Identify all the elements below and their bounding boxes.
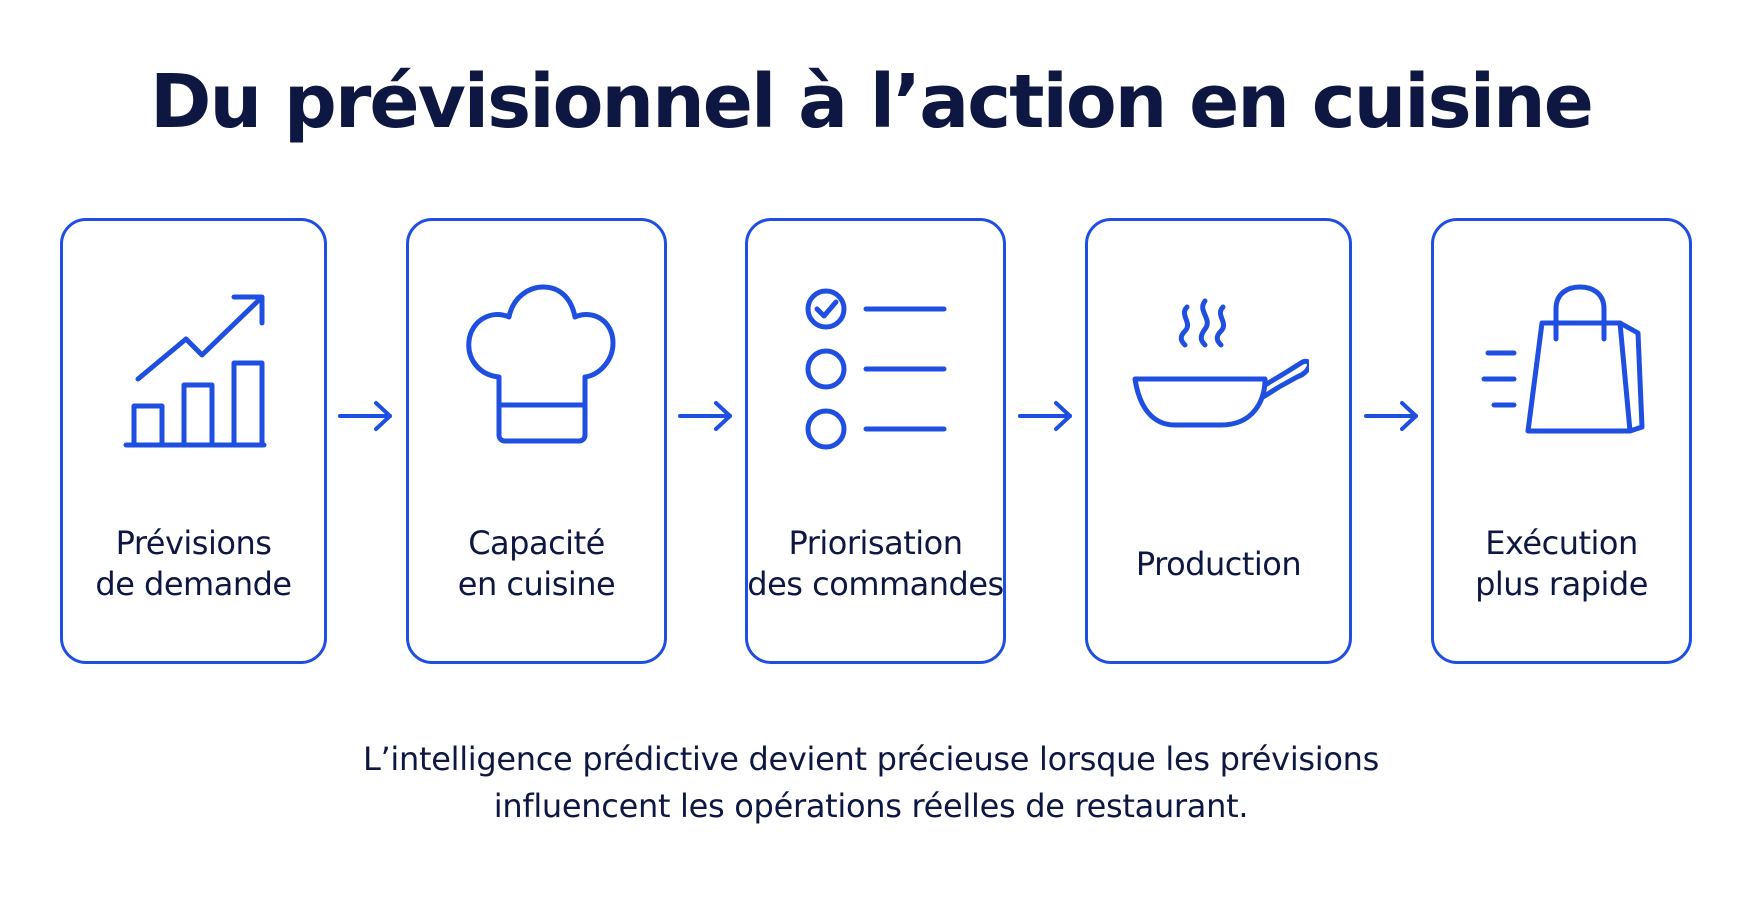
bar-chart-trend-icon: [104, 281, 284, 461]
step-label: Prévisions de demande: [95, 524, 292, 603]
step-card-order-prioritization: Priorisation des commandes: [745, 218, 1006, 664]
arrow-right-icon: [1014, 396, 1076, 436]
step-label: Capacité en cuisine: [457, 524, 616, 603]
step-card-production: Production: [1085, 218, 1352, 664]
step-card-demand-forecast: Prévisions de demande: [60, 218, 327, 664]
step-label: Exécution plus rapide: [1475, 524, 1648, 603]
arrow-right-icon: [1360, 396, 1422, 436]
arrow-right-icon: [674, 396, 736, 436]
step-card-faster-execution: Exécution plus rapide: [1431, 218, 1692, 664]
step-card-kitchen-capacity: Capacité en cuisine: [406, 218, 667, 664]
caption: L’intelligence prédictive devient précie…: [363, 740, 1379, 825]
step-label: Priorisation des commandes: [747, 524, 1004, 603]
chef-hat-icon: [447, 281, 627, 461]
diagram-title: Du prévisionnel à l’action en cuisine: [150, 59, 1594, 145]
step-label: Production: [1135, 544, 1302, 583]
frying-pan-icon: [1129, 281, 1309, 461]
checklist-icon: [786, 281, 966, 461]
shopping-bag-icon: [1472, 281, 1652, 461]
arrow-right-icon: [334, 396, 396, 436]
